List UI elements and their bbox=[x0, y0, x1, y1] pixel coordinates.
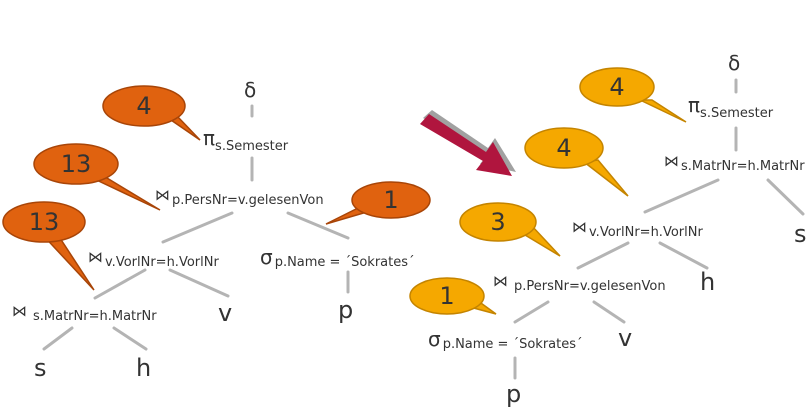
right-leaf-h: h bbox=[700, 268, 715, 296]
right-bubble-join2: 3 bbox=[459, 202, 561, 257]
right-bubbles: 4 4 3 1 bbox=[409, 67, 687, 315]
left-bubble-pi: 4 bbox=[102, 85, 201, 141]
right-bubble-join2-shape bbox=[459, 202, 537, 242]
left-delta-node: δ bbox=[244, 78, 256, 102]
edge-right-join2-join3 bbox=[576, 241, 630, 270]
edge-left-join3-h bbox=[112, 326, 148, 351]
edge-right-join3-v bbox=[592, 300, 626, 324]
right-join1-node: ⋈s.MatrNr=h.MatrNr bbox=[664, 152, 805, 174]
right-tree: δ πs.Semester ⋈s.MatrNr=h.MatrNr ⋈v.Vorl… bbox=[428, 51, 807, 408]
left-join1-node: ⋈p.PersNr=v.gelesenVon bbox=[155, 186, 324, 208]
edge-left-join1-join2 bbox=[161, 211, 234, 244]
right-delta-node: δ bbox=[728, 51, 740, 75]
left-bubble-pi-label: 4 bbox=[136, 92, 151, 120]
right-tree-edges bbox=[513, 78, 805, 380]
right-leaf-p: p bbox=[506, 380, 521, 408]
arrow-body bbox=[420, 114, 512, 176]
left-bubble-sigma-shape bbox=[351, 181, 431, 219]
right-bubble-sigma: 1 bbox=[409, 277, 497, 315]
left-bubble-join1-shape bbox=[33, 143, 119, 185]
left-bubble-join2-shape bbox=[2, 201, 86, 243]
left-bubble-join1: 13 bbox=[33, 143, 161, 211]
edge-right-join2-h bbox=[658, 241, 709, 270]
left-tree-edges bbox=[42, 104, 350, 351]
right-leaf-s: s bbox=[794, 220, 807, 248]
left-tree: δ πs.Semester ⋈p.PersNr=v.gelesenVon ⋈v.… bbox=[12, 78, 415, 382]
left-bubble-join2: 13 bbox=[2, 201, 95, 291]
edge-left-join3-s bbox=[42, 326, 74, 351]
right-bubble-join1-tail bbox=[582, 159, 629, 197]
left-bubble-sigma-label: 1 bbox=[383, 186, 398, 214]
right-bubble-join1-label: 4 bbox=[556, 134, 571, 162]
right-bubble-sigma-shape bbox=[409, 277, 485, 315]
left-leaf-s: s bbox=[34, 354, 47, 382]
edge-right-join1-s bbox=[766, 178, 805, 216]
left-leaf-h: h bbox=[136, 354, 151, 382]
left-bubble-sigma: 1 bbox=[325, 181, 431, 225]
transform-arrow bbox=[420, 110, 516, 176]
left-bubbles: 4 13 13 1 bbox=[2, 85, 431, 291]
right-bubble-join1: 4 bbox=[524, 127, 629, 197]
right-bubble-sigma-label: 1 bbox=[439, 282, 454, 310]
right-bubble-pi-shape bbox=[579, 67, 655, 107]
right-join3-node: ⋈p.PersNr=v.gelesenVon bbox=[493, 272, 666, 294]
right-pi-node: πs.Semester bbox=[688, 93, 774, 121]
right-join2-node: ⋈v.VorlNr=h.VorlNr bbox=[572, 218, 703, 240]
edge-left-join1-sigma bbox=[286, 211, 350, 240]
right-bubble-pi-tail bbox=[639, 99, 687, 123]
right-leaf-v: v bbox=[618, 324, 632, 352]
left-join2-node: ⋈v.VorlNr=h.VorlNr bbox=[88, 248, 219, 270]
edge-right-join1-join2 bbox=[643, 178, 720, 214]
left-leaf-p: p bbox=[338, 296, 353, 324]
edge-left-join2-join3 bbox=[93, 268, 147, 300]
right-bubble-pi-label: 4 bbox=[609, 73, 624, 101]
right-bubble-join2-label: 3 bbox=[490, 208, 505, 236]
left-bubble-join2-label: 13 bbox=[29, 208, 60, 236]
edge-left-join2-v bbox=[168, 268, 230, 298]
left-bubble-pi-shape bbox=[102, 85, 186, 127]
left-join3-node: ⋈s.MatrNr=h.MatrNr bbox=[12, 302, 157, 324]
right-bubble-pi: 4 bbox=[579, 67, 687, 123]
left-leaf-v: v bbox=[218, 299, 232, 327]
edge-right-join3-sigma bbox=[513, 300, 550, 324]
left-bubble-join1-label: 13 bbox=[61, 150, 92, 178]
right-bubble-join1-shape bbox=[524, 127, 604, 169]
left-pi-node: πs.Semester bbox=[203, 126, 289, 154]
